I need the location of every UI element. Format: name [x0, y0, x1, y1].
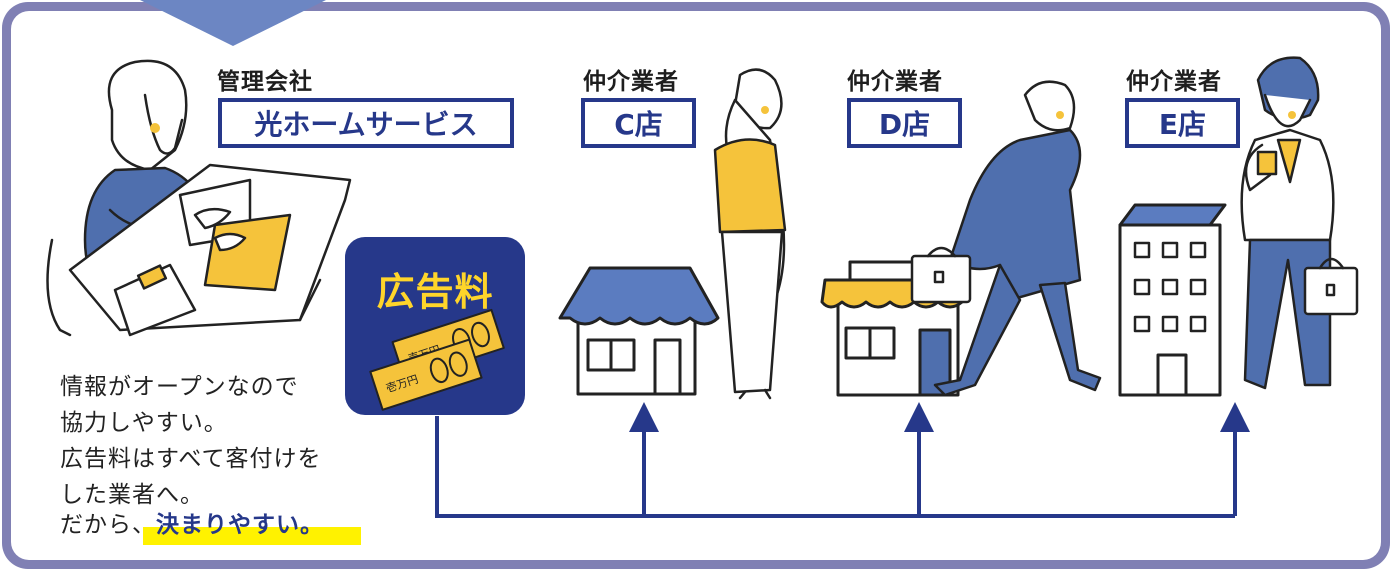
- conclusion-prefix: だから、: [60, 512, 156, 538]
- walking-businessman-illustration: [910, 80, 1102, 397]
- manager-woman-illustration: [46, 59, 352, 337]
- description-line-4: した業者へ。: [60, 482, 204, 508]
- agent-e-store-box: E店: [1125, 98, 1240, 148]
- agent-d-label: 仲介業者: [847, 69, 943, 95]
- conclusion-emphasis: 決まりやすい。: [156, 512, 324, 538]
- arrow-head-c: [629, 402, 659, 432]
- ad-fee-panel: 広告料: [345, 237, 525, 415]
- arrow-head-d: [904, 402, 934, 432]
- agent-c-label: 仲介業者: [583, 69, 679, 95]
- description-line-3: 広告料はすべて客付けを: [60, 446, 322, 472]
- description-line-1: 情報がオープンなので: [60, 374, 299, 400]
- ad-fee-label: 広告料: [376, 270, 494, 314]
- manager-label: 管理会社: [217, 69, 313, 95]
- description-conclusion: だから、決まりやすい。: [60, 505, 324, 539]
- arrow-head-e: [1220, 402, 1250, 432]
- manager-name-box: 光ホームサービス: [218, 98, 514, 148]
- pointer-triangle: [140, 0, 326, 46]
- shop-c-illustration: [558, 266, 720, 396]
- agent-d-store-box: D店: [847, 98, 962, 148]
- businesswoman-illustration: [713, 68, 787, 400]
- standing-businessman-illustration: [1240, 56, 1359, 390]
- fee-connector: [435, 416, 1237, 518]
- connector-line: [435, 416, 1235, 518]
- emphasis-highlight: [143, 527, 361, 545]
- description-line-2: 協力しやすい。: [60, 410, 228, 436]
- agent-c-store-box: C店: [581, 98, 696, 148]
- office-building-illustration: [1118, 203, 1227, 397]
- agent-e-label: 仲介業者: [1126, 69, 1222, 95]
